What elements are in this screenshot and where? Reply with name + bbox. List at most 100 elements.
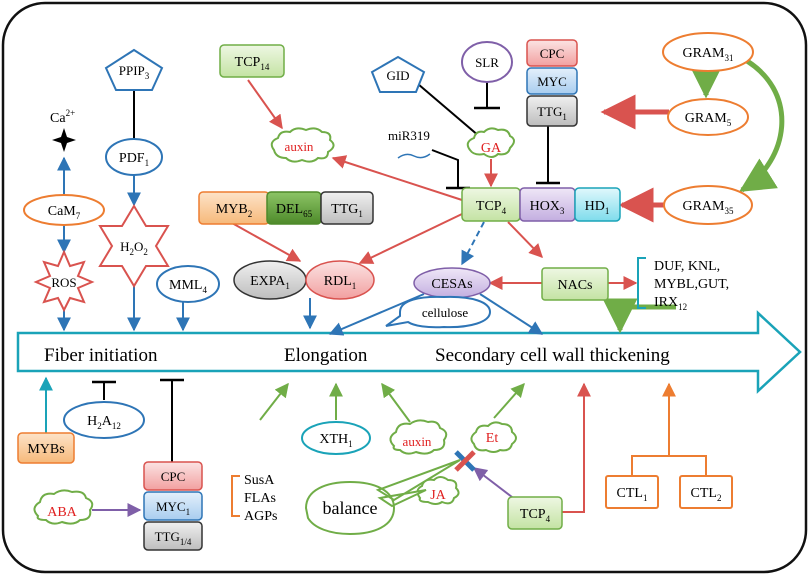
node-auxin-bottom: auxin [389, 419, 448, 455]
edge-gram31-gram35 [739, 55, 785, 193]
edge-cesas-secondary [479, 293, 544, 335]
targets-line2: MYBL,GUT, [654, 277, 729, 292]
node-et: Et [470, 421, 517, 453]
node-ga: GA [466, 127, 515, 158]
targets-line1: DUF, KNL, [654, 259, 720, 274]
node-xth1 [301, 421, 371, 455]
edge-gid-ga [417, 83, 487, 143]
node-ttg14-bottom [143, 521, 203, 551]
myb2-label: MYB2 [216, 202, 252, 219]
tcp4-main-label: TCP4 [476, 199, 507, 216]
et-label: Et [486, 431, 499, 446]
gram5-label: GRAM5 [685, 111, 732, 128]
node-nacs [541, 267, 609, 301]
node-ttg1-mid [320, 191, 374, 225]
ctl1-label: CTL1 [617, 486, 648, 503]
targets-bracket [637, 257, 646, 309]
stage-secondary-wall-thickening: Secondary cell wall thickening [435, 345, 670, 366]
ttg1-top-label: TTG1 [537, 104, 567, 122]
cellulose-label: cellulose [422, 305, 468, 320]
node-myc-top [526, 67, 578, 95]
myc-top-label: MYC [537, 74, 567, 89]
node-tcp14 [219, 44, 285, 78]
edge-tcp4-secondary [562, 382, 591, 513]
node-pdf1 [105, 138, 163, 176]
susa-label: SusA [244, 473, 275, 488]
pdf1-label: PDF1 [119, 151, 149, 168]
ja-label: JA [430, 488, 446, 503]
targets-line3: IRX12 [654, 295, 687, 312]
cpc-top-label: CPC [540, 46, 565, 61]
ros-label: ROS [51, 275, 76, 290]
stage-elongation: Elongation [284, 345, 368, 366]
stage-fiber-initiation: Fiber initiation [44, 345, 158, 366]
gram35-label: GRAM35 [682, 199, 734, 216]
node-myc1-bottom [143, 491, 203, 521]
node-aba: ABA [33, 489, 94, 525]
edge-tcp4-rdl1 [358, 213, 463, 264]
edge-mir319-tcp4 [431, 149, 459, 188]
xth1-label: XTH1 [319, 432, 352, 449]
node-gram5 [667, 98, 749, 136]
ppip3-label: PPIP3 [119, 63, 150, 81]
node-h2o2 [98, 204, 170, 288]
gram31-label: GRAM31 [682, 46, 733, 63]
node-ctl1 [605, 475, 659, 509]
balance-label: balance [323, 498, 378, 518]
node-gid [370, 55, 426, 93]
node-mml4 [156, 265, 220, 303]
h2a12-label: H2A12 [87, 414, 121, 431]
flas-label: FLAs [244, 491, 276, 506]
inhibition-cross-icon [454, 450, 476, 472]
node-ppip3 [104, 48, 164, 91]
expa1-label: EXPA1 [250, 274, 290, 291]
edge-tcp4-inhibition-cross [472, 467, 513, 498]
del65-label: DEL65 [276, 202, 313, 219]
node-balance [304, 459, 461, 536]
ttg1-mid-label: TTG1 [331, 202, 363, 219]
node-slr [461, 41, 513, 83]
node-tcp4-bottom [507, 496, 563, 530]
ctl2-label: CTL2 [691, 486, 722, 503]
aba-label: ABA [47, 505, 77, 520]
edge-targets-secondary [602, 298, 676, 334]
edge-tcp4-cesas [461, 221, 485, 266]
cesas-label: CESAs [431, 277, 472, 292]
tcp14-label: TCP14 [235, 55, 270, 72]
mir319-squiggle [397, 153, 431, 159]
myc1-bottom-label: MYC1 [156, 499, 190, 517]
nacs-label: NACs [557, 278, 592, 293]
edge-susa-elongation [259, 382, 289, 421]
node-ttg1-top [526, 95, 578, 127]
edge-et-secondary [493, 382, 525, 419]
connectors [39, 55, 785, 517]
node-ros [33, 249, 95, 313]
mybs-label: MYBs [27, 442, 64, 457]
node-gram35 [663, 185, 753, 225]
calcium-star-icon [52, 128, 76, 152]
node-gram31 [662, 32, 754, 72]
agps-label: AGPs [244, 509, 277, 524]
cam7-label: CaM7 [48, 204, 81, 221]
node-cellulose [385, 295, 492, 329]
ca2-label: Ca2+ [50, 108, 75, 126]
node-cam7 [23, 194, 105, 226]
auxin-top-label: auxin [285, 139, 314, 154]
hd1-label: HD1 [585, 199, 610, 216]
node-ctl2 [679, 475, 733, 509]
node-hd1 [574, 187, 621, 222]
node-h2a12 [63, 401, 145, 439]
edge-tcp4-nacs [507, 221, 543, 259]
development-timeline-arrow [16, 310, 802, 394]
auxin-bottom-label: auxin [403, 434, 432, 449]
mir319-label: miR319 [388, 128, 430, 143]
hox3-label: HOX3 [530, 199, 565, 216]
tcp4-bottom-label: TCP4 [520, 507, 551, 524]
cpc-bottom-label: CPC [161, 469, 186, 484]
node-rdl1 [305, 260, 375, 300]
edge-tcp4-auxin [331, 155, 463, 201]
node-auxin-top: auxin [270, 127, 335, 163]
